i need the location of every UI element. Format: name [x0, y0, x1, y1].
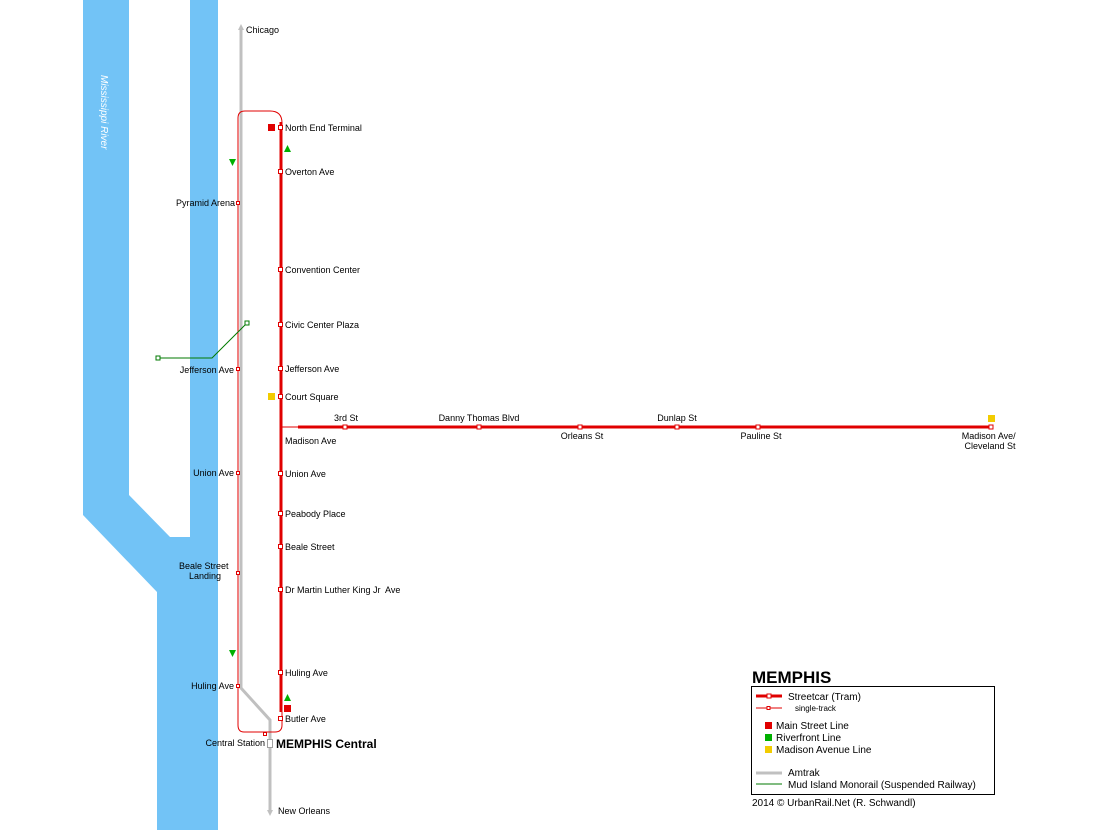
legend-riverfront-label: Riverfront Line: [776, 733, 841, 744]
legend-streetcar-label: Streetcar (Tram): [788, 692, 861, 703]
mud-island-monorail: [155, 320, 250, 361]
amtrak-label-new-orleans: New Orleans: [278, 806, 331, 816]
label-central-station: Central Station: [205, 738, 265, 748]
station-marker-huling[interactable]: [278, 670, 283, 675]
label-beale-street-landing: Beale Street Landing: [179, 561, 231, 581]
station-marker-north-end[interactable]: [278, 125, 283, 130]
madison-station-markers: [342, 424, 994, 430]
map-title: MEMPHIS: [752, 668, 831, 687]
mad-marker-orleans[interactable]: [577, 424, 583, 430]
monorail-terminal-east: [244, 320, 250, 326]
station-marker-union[interactable]: [278, 471, 283, 476]
label-civic-center-plaza: Civic Center Plaza: [285, 320, 359, 330]
legend-amtrak-label: Amtrak: [788, 768, 821, 779]
label-butler-ave: Butler Ave: [285, 714, 326, 724]
rf-marker-beale-landing[interactable]: [236, 571, 240, 575]
mad-marker-3rd[interactable]: [342, 424, 348, 430]
mad-marker-danny-thomas[interactable]: [476, 424, 482, 430]
label-rf-huling-ave: Huling Ave: [191, 681, 234, 691]
label-3rd-st: 3rd St: [334, 413, 359, 423]
legend: Streetcar (Tram) single-track Main Stree…: [751, 686, 995, 795]
label-dunlap-st: Dunlap St: [657, 413, 697, 423]
amtrak-station-marker[interactable]: [267, 739, 273, 748]
riverfront-direction-down-south: [229, 650, 236, 657]
monorail-track: [158, 322, 248, 359]
main-street-terminus-north: [268, 124, 275, 131]
label-danny-thomas-blvd: Danny Thomas Blvd: [439, 413, 520, 423]
label-memphis-central: MEMPHIS Central: [276, 737, 377, 751]
riverfront-direction-up-north: [284, 145, 291, 152]
rf-marker-central-station[interactable]: [263, 732, 267, 736]
label-rf-union-ave: Union Ave: [193, 468, 234, 478]
legend-streetcar-symbol: [756, 693, 782, 699]
label-orleans-st: Orleans St: [561, 431, 604, 441]
amtrak-arrow-south: [267, 810, 273, 816]
station-marker-peabody[interactable]: [278, 511, 283, 516]
legend-main-street-swatch: [765, 722, 772, 729]
main-street-terminus-south: [284, 705, 291, 712]
main-street-station-markers: [278, 125, 283, 721]
amtrak-arrow-north: [238, 24, 244, 30]
river-label: Mississippi River: [98, 75, 109, 150]
mad-marker-cleveland[interactable]: [988, 424, 994, 430]
riverfront-direction-down-north: [229, 159, 236, 166]
label-pauline-st: Pauline St: [740, 431, 782, 441]
legend-single-track-symbol: [756, 706, 782, 710]
rf-marker-huling[interactable]: [236, 684, 240, 688]
legend-monorail-label: Mud Island Monorail (Suspended Railway): [788, 780, 976, 791]
label-jefferson-ave: Jefferson Ave: [285, 364, 339, 374]
label-court-square: Court Square: [285, 392, 339, 402]
label-overton-ave: Overton Ave: [285, 167, 334, 177]
legend-madison-swatch: [765, 746, 772, 753]
label-north-end-terminal: North End Terminal: [285, 123, 362, 133]
river-main-channel: [83, 0, 218, 830]
label-union-ave: Union Ave: [285, 469, 326, 479]
label-mlk-ave: Dr Martin Luther King Jr Ave: [285, 585, 400, 595]
label-huling-ave: Huling Ave: [285, 668, 328, 678]
legend-box: [751, 686, 995, 795]
label-pyramid-arena: Pyramid Arena: [176, 198, 235, 208]
mad-marker-dunlap[interactable]: [674, 424, 680, 430]
mad-marker-pauline[interactable]: [755, 424, 761, 430]
amtrak-label-chicago: Chicago: [246, 25, 279, 35]
legend-main-street-label: Main Street Line: [776, 721, 849, 732]
riverfront-station-markers: [236, 201, 267, 736]
monorail-terminal-west: [155, 355, 161, 361]
copyright: 2014 © UrbanRail.Net (R. Schwandl): [752, 798, 916, 809]
rf-marker-pyramid[interactable]: [236, 201, 240, 205]
riverfront-direction-up-south: [284, 694, 291, 701]
legend-riverfront-swatch: [765, 734, 772, 741]
label-rf-jefferson-ave: Jefferson Ave: [180, 365, 234, 375]
station-marker-jefferson[interactable]: [278, 366, 283, 371]
station-marker-civic-center-plaza[interactable]: [278, 322, 283, 327]
label-beale-street: Beale Street: [285, 542, 335, 552]
mississippi-river: Mississippi River: [83, 0, 218, 830]
madison-station-labels: 3rd St Danny Thomas Blvd Dunlap St Orlea…: [334, 413, 1018, 451]
rf-marker-union[interactable]: [236, 471, 240, 475]
station-marker-court-square[interactable]: [278, 394, 283, 399]
legend-single-track-label: single-track: [795, 704, 837, 713]
rf-marker-jefferson[interactable]: [236, 367, 240, 371]
label-madison-ave: Madison Ave: [285, 436, 336, 446]
station-marker-mlk[interactable]: [278, 587, 283, 592]
label-peabody-place: Peabody Place: [285, 509, 346, 519]
riverfront-station-labels: Pyramid Arena Jefferson Ave Union Ave Be…: [176, 198, 265, 748]
amtrak-line: [238, 24, 273, 816]
station-marker-beale[interactable]: [278, 544, 283, 549]
station-marker-overton[interactable]: [278, 169, 283, 174]
label-madison-cleveland: Madison Ave/ Cleveland St: [962, 431, 1018, 451]
riverfront-single-track-loop: [237, 110, 283, 733]
label-convention-center: Convention Center: [285, 265, 360, 275]
station-marker-butler[interactable]: [278, 716, 283, 721]
madison-terminus-east: [988, 415, 995, 422]
main-street-station-labels: North End Terminal Overton Ave Conventio…: [285, 123, 400, 724]
station-marker-convention-center[interactable]: [278, 267, 283, 272]
line-terminus-markers: [229, 124, 995, 712]
madison-terminus-west: [268, 393, 275, 400]
legend-madison-label: Madison Avenue Line: [776, 745, 872, 756]
amtrak-track: [239, 30, 272, 812]
